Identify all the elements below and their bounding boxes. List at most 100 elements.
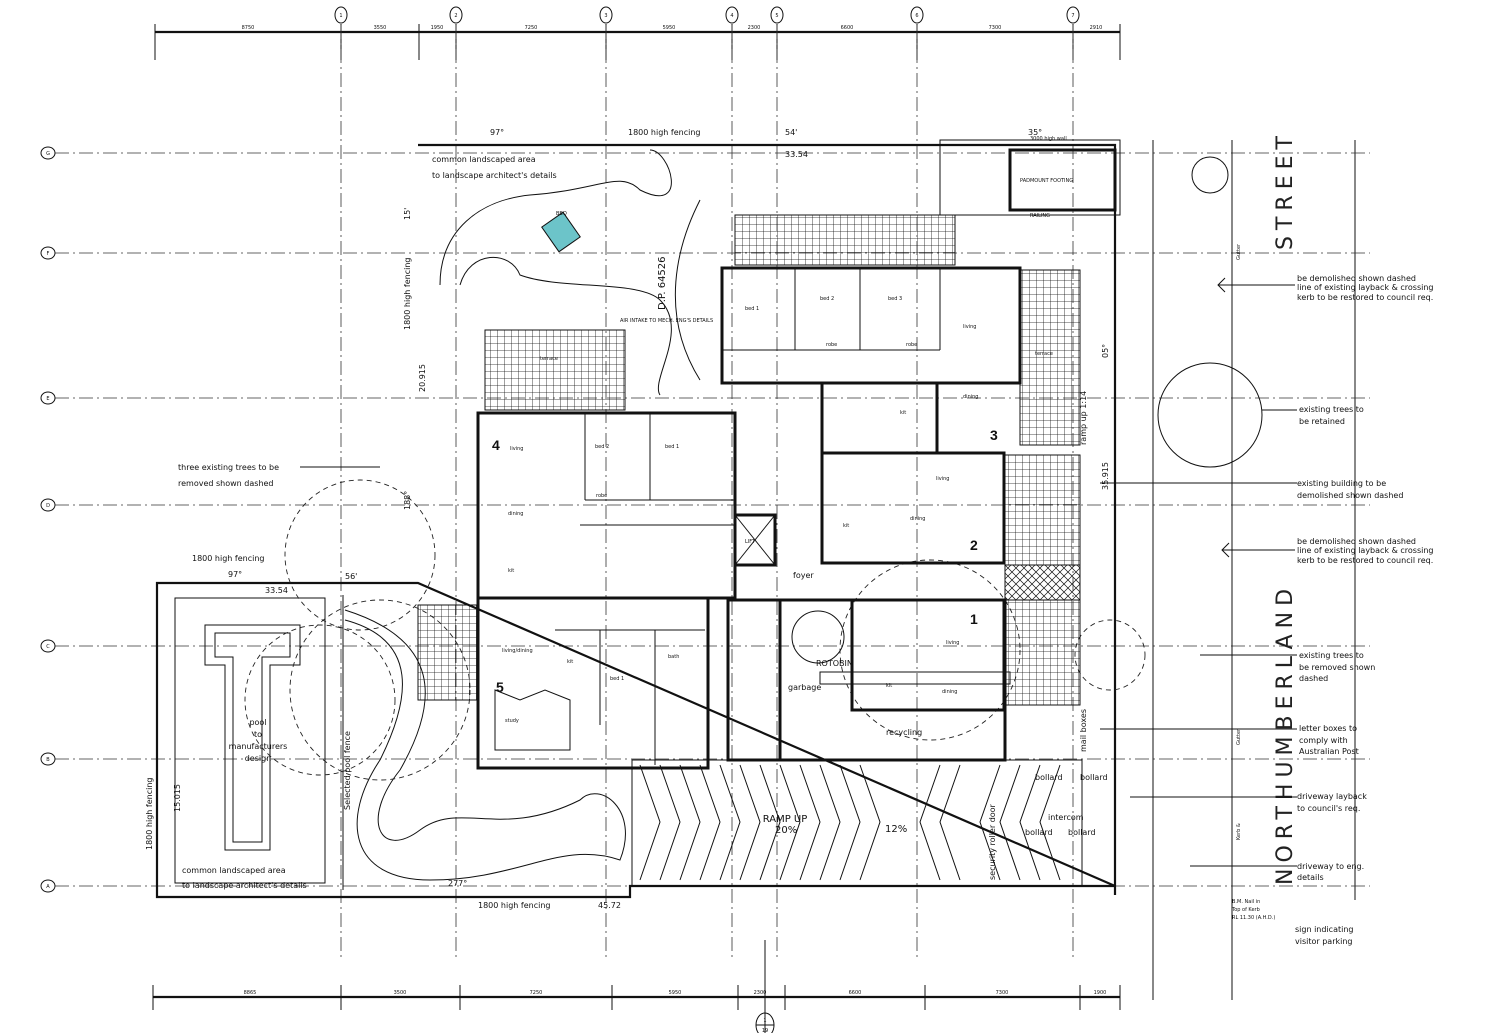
svg-text:dining: dining	[508, 511, 523, 517]
svg-text:bed 1: bed 1	[610, 676, 624, 682]
pool-area	[174, 597, 326, 884]
svg-text:three existing trees to be: three existing trees to be	[178, 463, 279, 472]
grid-bubble-3: 3	[599, 6, 613, 24]
svg-text:G: G	[46, 151, 50, 157]
svg-text:Australian Post: Australian Post	[1299, 747, 1359, 756]
ramp-side-label: ramp up 1:14	[1079, 391, 1088, 445]
benchmark-label: B.M. Nail in	[1232, 899, 1260, 905]
grid-bubble-7: 7	[1066, 6, 1080, 24]
svg-text:comply with: comply with	[1299, 736, 1348, 745]
length-label: 33.54	[785, 150, 808, 159]
terrace-unit-1	[1004, 599, 1081, 706]
dim-label: 7300	[989, 25, 1002, 31]
svg-text:driveway to eng.: driveway to eng.	[1297, 862, 1364, 871]
roller-door-label: security roller door	[988, 803, 997, 880]
svg-text:garbage: garbage	[788, 683, 821, 692]
svg-text:existing building to be: existing building to be	[1297, 479, 1386, 488]
svg-text:living: living	[963, 324, 976, 330]
dim-label: 8865	[244, 990, 257, 996]
dim-label: 3550	[374, 25, 387, 31]
dim-label: 3500	[394, 990, 407, 996]
grid-bubble-B: B	[40, 752, 56, 766]
svg-text:dashed: dashed	[1299, 674, 1328, 683]
bottom-dimension-string: 8865 3500 7250 5950 2300 6600 7300 1900 …	[152, 940, 1121, 1033]
svg-text:kit: kit	[843, 523, 849, 529]
gutter-label: Gutter	[1236, 243, 1242, 260]
length-label: 35.915	[1101, 462, 1110, 490]
bbq-icon	[541, 211, 581, 253]
bearing-label: 54'	[785, 128, 797, 137]
svg-text:bed 1: bed 1	[745, 306, 759, 312]
pool-inner	[214, 632, 291, 843]
svg-text:robe: robe	[906, 342, 917, 348]
unit-number: 3	[990, 427, 998, 443]
bearing-label: 97°	[228, 570, 242, 579]
dim-label: 7300	[996, 990, 1009, 996]
grid-bubble-1: 1	[334, 6, 348, 24]
bollard-label: bollard	[1035, 773, 1063, 782]
padmount	[1008, 148, 1117, 212]
svg-text:kit: kit	[900, 410, 906, 416]
svg-text:study: study	[505, 718, 519, 724]
svg-text:3: 3	[604, 13, 607, 19]
svg-text:E: E	[46, 396, 49, 402]
svg-text:driveway layback: driveway layback	[1297, 792, 1367, 801]
benchmark-label: Top of Kerb	[1231, 907, 1260, 913]
tree-retained	[1157, 362, 1263, 468]
grid-bubble-2: 2	[449, 6, 463, 24]
dim-label: 7250	[525, 25, 538, 31]
bollard-label: bollard	[1068, 828, 1096, 837]
svg-text:kit: kit	[508, 568, 514, 574]
svg-text:bed 1: bed 1	[665, 444, 679, 450]
grid-bubble-G: G	[40, 146, 56, 160]
svg-text:RAILING: RAILING	[1030, 213, 1050, 219]
length-label: 45.72	[598, 901, 621, 910]
length-label: 15.015	[173, 784, 182, 812]
svg-text:kit: kit	[886, 683, 892, 689]
bearing-label: 05°	[1101, 344, 1110, 358]
bearing-label: 56'	[345, 572, 357, 581]
dim-label: 6600	[841, 25, 854, 31]
svg-text:LIFT: LIFT	[745, 539, 756, 545]
grid-bubble-6: 6	[910, 6, 924, 24]
grid-column-bubbles: 1 2 3 4 5 6 7	[334, 6, 1080, 24]
svg-text:7: 7	[1071, 13, 1074, 19]
building	[476, 139, 1121, 770]
svg-text:kit: kit	[567, 659, 573, 665]
svg-text:existing trees to: existing trees to	[1299, 651, 1364, 660]
svg-text:line of existing layback & cro: line of existing layback & crossing	[1297, 546, 1434, 555]
svg-text:line of existing layback & cro: line of existing layback & crossing	[1297, 283, 1434, 292]
terrace-top	[734, 214, 956, 266]
svg-text:details: details	[1297, 873, 1324, 882]
pool-label: to	[254, 730, 262, 739]
dim-label: 1900	[1094, 990, 1107, 996]
fence-label: 1800 high fencing	[403, 258, 412, 330]
svg-text:bath: bath	[668, 654, 679, 660]
svg-text:A: A	[46, 884, 50, 890]
dim-label: 2300	[748, 25, 761, 31]
svg-text:be retained: be retained	[1299, 417, 1345, 426]
pool-outline	[204, 624, 301, 851]
common-area-label: to landscape architect's details	[432, 171, 557, 180]
pool-label: manufacturers	[229, 742, 288, 751]
common-area-label: common landscaped area	[182, 866, 286, 875]
length-label: 20.915	[418, 364, 427, 392]
grid-bubble-5: 5	[770, 6, 784, 24]
driveway-ramp	[631, 671, 1083, 887]
svg-text:ROTOBIN: ROTOBIN	[816, 659, 853, 668]
svg-text:robe: robe	[596, 493, 607, 499]
top-dimension-string: 8750 3550 1950 7250 5950 2300 6600 7300 …	[154, 24, 1121, 60]
svg-text:dining: dining	[910, 516, 925, 522]
svg-text:living: living	[936, 476, 949, 482]
fence-label: 1800 high fencing	[145, 778, 154, 850]
terrace-label: terrace	[1035, 351, 1053, 357]
structural-grid	[55, 25, 1370, 960]
ramp-grade: 20%	[775, 825, 797, 836]
svg-text:bed 2: bed 2	[595, 444, 609, 450]
common-area-label: to landscape architect's details	[182, 881, 307, 890]
dim-label: 1950	[431, 25, 444, 31]
ramp-label: RAMP UP	[763, 814, 808, 825]
length-label: 33.54	[265, 586, 288, 595]
svg-text:foyer: foyer	[793, 571, 814, 580]
